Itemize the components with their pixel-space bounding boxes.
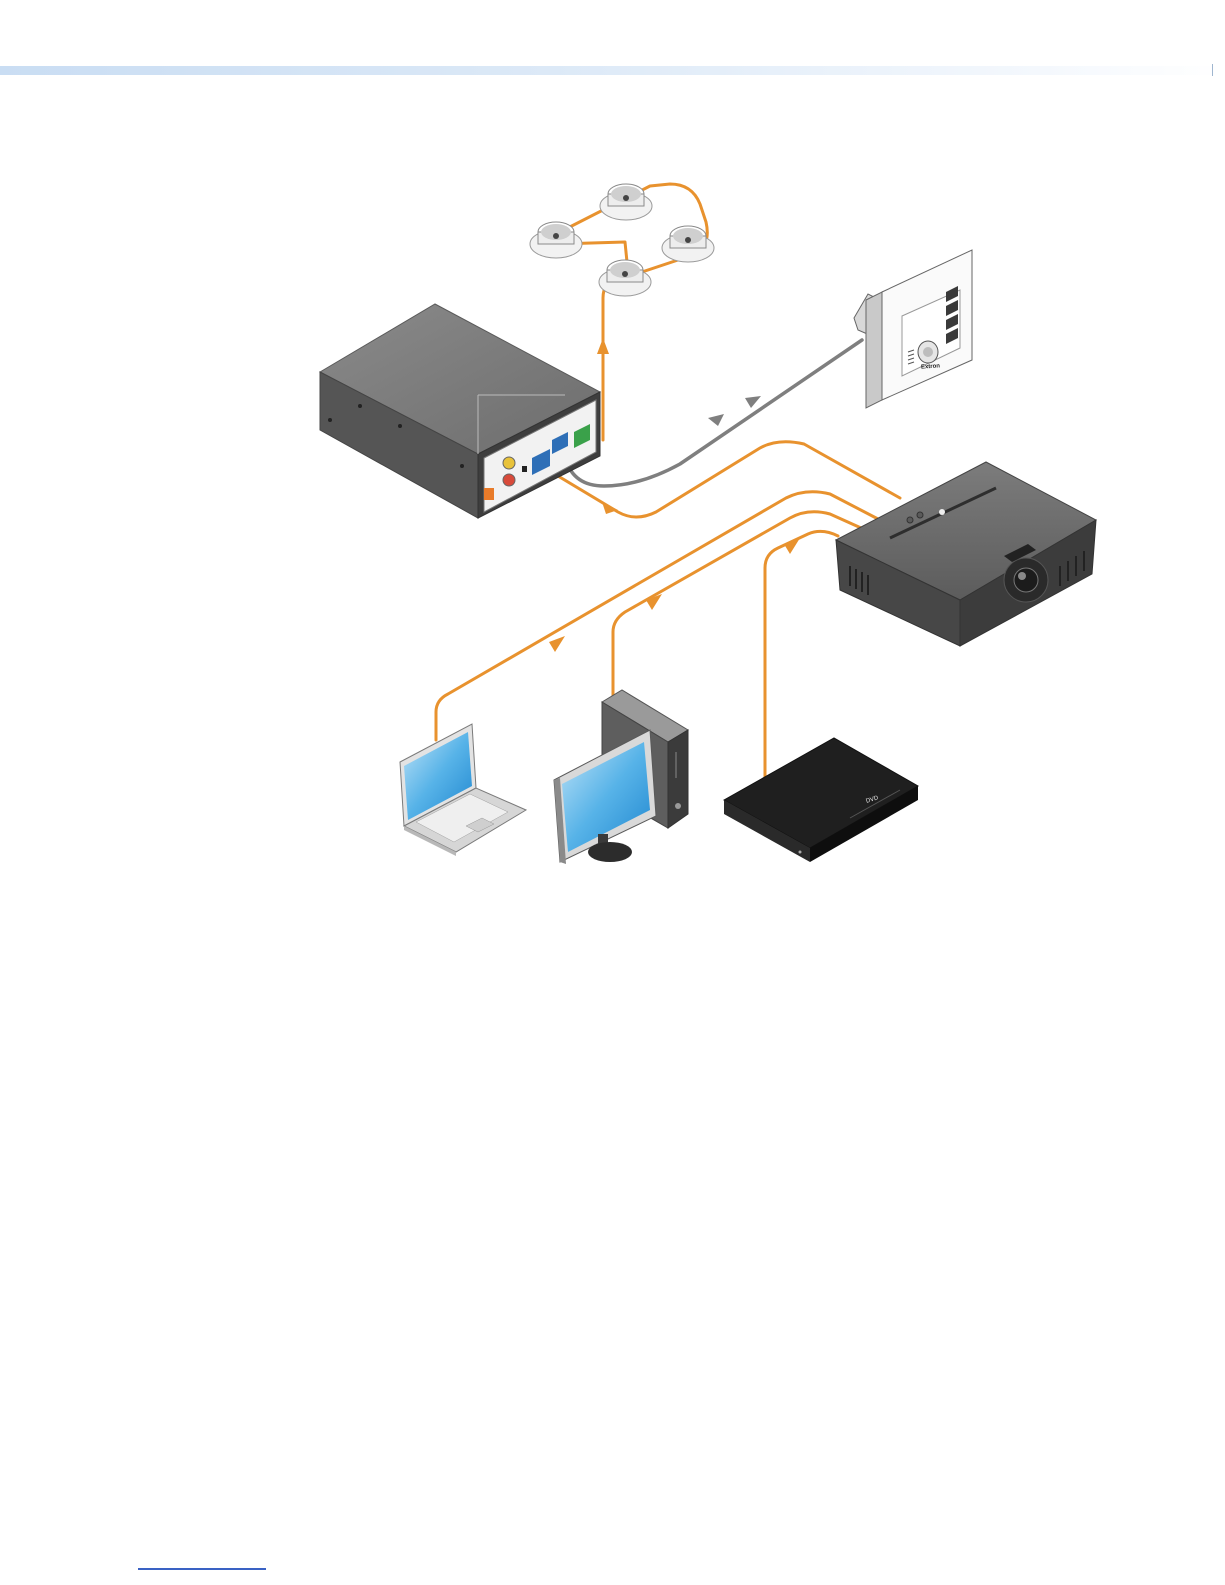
speaker-4 — [599, 260, 651, 296]
control-panel-cable — [566, 340, 862, 486]
footer-link-underline[interactable] — [138, 1568, 266, 1570]
wall-control-panel-icon — [854, 0, 972, 408]
arrow-speaker-up — [597, 338, 609, 354]
laptop-cable — [436, 492, 880, 740]
projector-icon — [836, 462, 1096, 646]
arrow-laptop — [549, 636, 565, 652]
dvd-top — [724, 738, 918, 848]
arrow-control-2 — [745, 396, 761, 408]
dvd-player-icon — [724, 738, 918, 862]
laptop-icon — [400, 724, 526, 856]
pc-tower-front — [668, 730, 688, 828]
desktop-pc-icon — [554, 690, 688, 864]
panel-side — [866, 292, 882, 408]
amplifier-controller-icon — [320, 304, 600, 518]
arrow-control-1 — [708, 414, 724, 426]
